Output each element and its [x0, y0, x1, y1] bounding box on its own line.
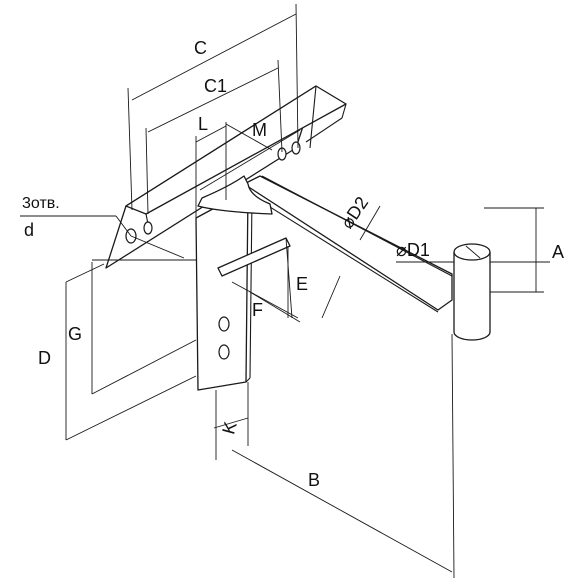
label-m: M [252, 120, 267, 140]
lower-strut [217, 237, 291, 277]
label-f: F [252, 300, 263, 320]
label-l: L [198, 114, 208, 134]
label-b: B [308, 470, 320, 490]
label-d: D [38, 348, 51, 368]
dimension-lines [20, 3, 550, 579]
mast-pipe [453, 243, 491, 341]
label-holes-d: d [24, 220, 34, 240]
label-a: A [552, 242, 564, 262]
label-c1: C1 [204, 76, 227, 96]
label-holes-count: 3отв. [22, 195, 60, 212]
plate-hole-bottom [218, 344, 230, 360]
hole-2 [143, 221, 153, 235]
label-e: E [296, 274, 308, 294]
label-c: C [194, 38, 207, 58]
label-k: K [218, 420, 240, 437]
main-arm [197, 175, 453, 313]
plate-hole-top [218, 316, 230, 332]
angle-profile [105, 85, 347, 269]
vertical-plate [195, 189, 253, 391]
hole-3 [291, 141, 301, 155]
label-d1: ⌀D1 [396, 240, 430, 260]
label-g: G [68, 324, 82, 344]
